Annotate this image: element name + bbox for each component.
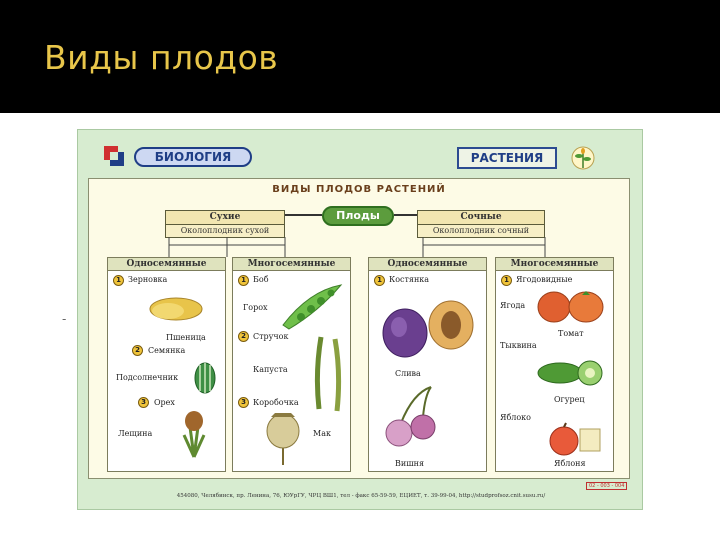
fruit-type-label: Семянка <box>148 346 185 355</box>
cherry-icon <box>379 383 445 453</box>
biology-logo-icon <box>100 142 128 170</box>
apple-icon <box>546 421 602 457</box>
column-header: Односемянные <box>369 258 486 271</box>
cucumber-icon <box>536 355 606 391</box>
poster-footer: 454080, Челябинск, пр. Ленина, 76, ЮУрГУ… <box>78 493 644 499</box>
fruit-type-label: Костянка <box>389 275 429 284</box>
plum-icon <box>375 291 483 363</box>
fruit-example-label: Капуста <box>253 365 288 374</box>
fruit-example-label: Горох <box>243 303 268 312</box>
fruit-example-label: Лещина <box>118 429 152 438</box>
berry-label: Ягода <box>500 301 525 310</box>
fruit-type-label: Орех <box>154 398 175 407</box>
item-number: 3 <box>238 397 249 408</box>
item-number: 2 <box>132 345 143 356</box>
item-number: 1 <box>238 275 249 286</box>
cucumber-label: Огурец <box>554 395 584 404</box>
plants-label: РАСТЕНИЯ <box>457 147 557 169</box>
pea-pod-icon <box>279 281 345 331</box>
column-header: Многосемянные <box>496 258 613 271</box>
fruit-example-label: Вишня <box>395 459 424 468</box>
poster: БИОЛОГИЯ РАСТЕНИЯ ВИДЫ ПЛОДОВ РАСТЕНИЙ С… <box>77 129 643 510</box>
item-number: 3 <box>138 397 149 408</box>
item-number: 1 <box>374 275 385 286</box>
fruit-example-label: Мак <box>313 429 331 438</box>
hazelnut-icon <box>174 407 214 459</box>
cabbage-pod-icon <box>311 333 347 413</box>
slide-title: Виды плодов <box>44 38 278 77</box>
poster-code: 02 - 003 - 004 <box>586 482 627 490</box>
sunflower-seed-icon <box>192 361 218 395</box>
side-mark: - <box>62 312 66 326</box>
wheat-grain-icon <box>146 289 206 329</box>
fruit-type-label: Зерновка <box>128 275 167 284</box>
plant-icon <box>571 144 595 172</box>
tomato-label: Томат <box>558 329 584 338</box>
column-header: Односемянные <box>108 258 225 271</box>
column-dry-single-seed: Односемянные 1 Зерновка Пшеница 2 Семянк… <box>107 257 226 472</box>
pome-label: Яблоко <box>500 413 531 422</box>
biology-label: БИОЛОГИЯ <box>134 147 252 167</box>
fruit-example-label: Пшеница <box>166 333 206 342</box>
column-dry-multi-seed: Многосемянные 1 Боб Горох 2 Стручок Капу… <box>232 257 351 472</box>
item-number: 1 <box>501 275 512 286</box>
column-header: Многосемянные <box>233 258 350 271</box>
fruit-types-panel: ВИДЫ ПЛОДОВ РАСТЕНИЙ Сухие Околоплодник … <box>88 178 630 479</box>
connector-lines <box>89 179 629 259</box>
item-number: 2 <box>238 331 249 342</box>
fruit-example-label: Подсолнечник <box>116 373 178 382</box>
fruit-type-label: Стручок <box>253 332 288 341</box>
column-juicy-single-seed: Односемянные 1 Костянка Слива Вишня <box>368 257 487 472</box>
pepo-label: Тыквина <box>500 341 537 350</box>
fruit-type-label: Ягодовидные <box>516 275 572 284</box>
fruit-type-label: Боб <box>253 275 269 284</box>
column-juicy-multi-seed: Многосемянные 1 Ягодовидные Ягода Томат … <box>495 257 614 472</box>
item-number: 1 <box>113 275 124 286</box>
apple-tree-label: Яблоня <box>554 459 586 468</box>
tomato-icon <box>536 287 606 325</box>
poppy-capsule-icon <box>261 409 305 467</box>
fruit-example-label: Слива <box>395 369 421 378</box>
fruit-type-label: Коробочка <box>253 398 299 407</box>
